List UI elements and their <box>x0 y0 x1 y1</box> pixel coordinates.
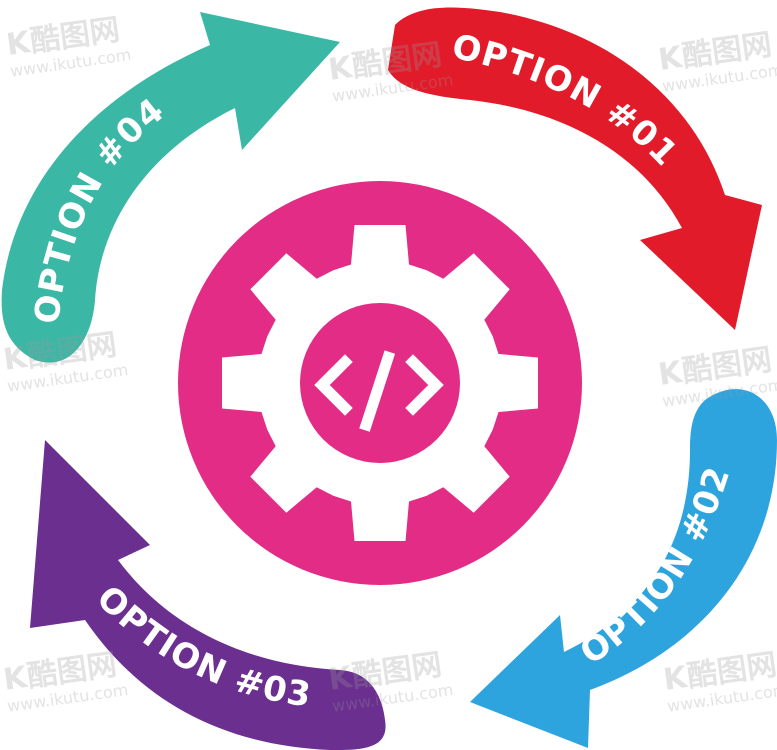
option-02-arrow-body <box>470 389 777 748</box>
code-icon <box>314 350 444 432</box>
option-03-arrow-body <box>30 440 386 750</box>
gear-icon <box>222 225 538 541</box>
code-right-bracket <box>405 354 444 416</box>
option-01-arrow-body <box>388 7 762 330</box>
option-04-arrow-body <box>1 12 341 363</box>
gear-code-icon <box>178 181 582 585</box>
code-left-bracket <box>314 354 353 416</box>
code-slash <box>359 350 396 432</box>
